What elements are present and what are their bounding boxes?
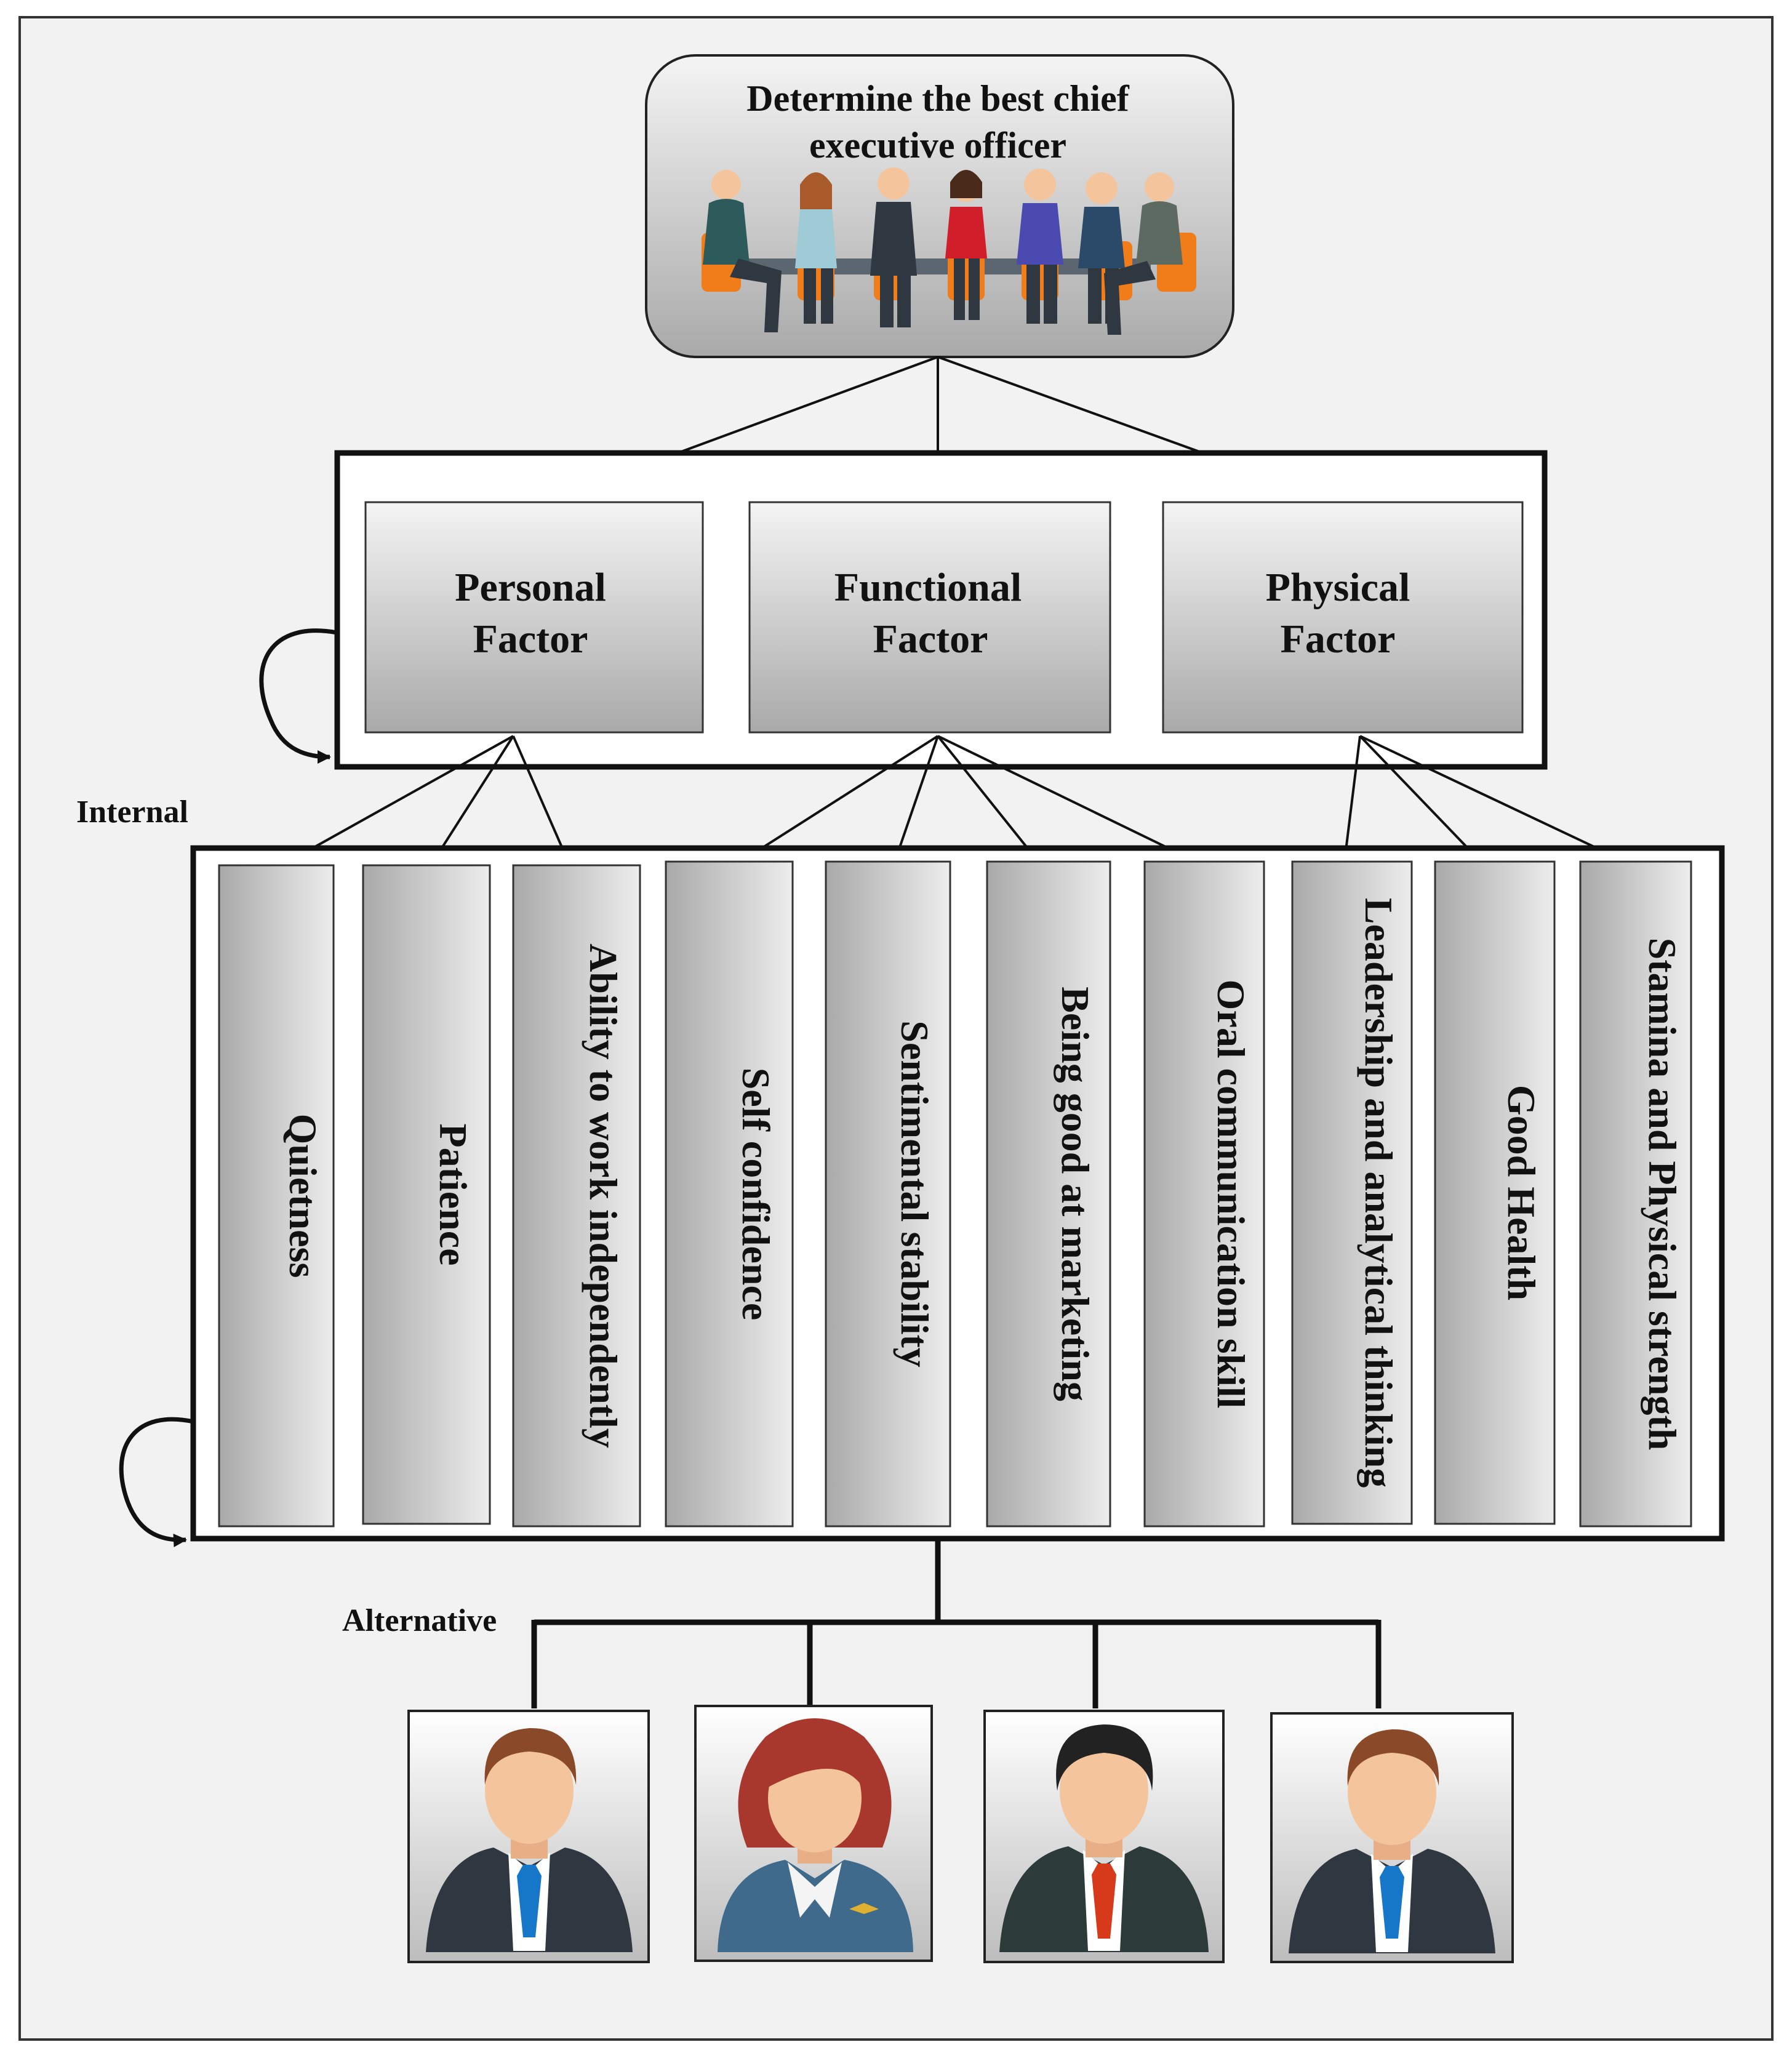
criterion-label-10: Stamina and Physical strength (1641, 938, 1684, 1451)
alternative-2-woman-avatar-icon (694, 1705, 933, 1962)
criterion-label-4: Self confidence (734, 1068, 778, 1321)
factor-personal-line1: Personal (455, 565, 606, 610)
factor-physical-line1: Physical (1266, 565, 1410, 610)
criterion-box-5: Sentimental stability (825, 860, 951, 1527)
criterion-label-8: Leadership and analytical thinking (1357, 898, 1401, 1487)
criteria-inner-dependence-loop (119, 1417, 194, 1547)
goal-box: Determine the best chief executive offic… (645, 54, 1234, 358)
factor-functional-line1: Functional (834, 565, 1022, 610)
criteria-group: Quietness Patience Ability to work indepen… (218, 860, 1692, 1527)
factor-personal-line2: Factor (473, 617, 588, 662)
goal-title-line1: Determine the best chief (746, 78, 1129, 119)
criterion-box-4: Self confidence (665, 860, 794, 1527)
criterion-label-9: Good Health (1500, 1085, 1543, 1300)
criterion-label-7: Oral communication skill (1209, 980, 1253, 1409)
goal-title-line2: executive officer (809, 125, 1066, 166)
criterion-box-3: Ability to work independently (512, 864, 641, 1527)
internal-relationship-label: Internal (76, 795, 188, 830)
factor-physical-line2: Factor (1281, 617, 1396, 662)
criterion-box-8: Leadership and analytical thinking (1291, 860, 1413, 1525)
factor-box-functional: Functional Factor (748, 501, 1111, 734)
factor-inner-dependence-loop (259, 628, 338, 764)
meeting-illustration-icon (702, 167, 1196, 335)
criteria-to-alternatives-connector (531, 1541, 1382, 1708)
factor-box-physical: Physical Factor (1162, 501, 1524, 734)
alternative-4-man-avatar-icon (1270, 1712, 1514, 1963)
criterion-label-1: Quietness (281, 1114, 325, 1278)
alternative-label: Alternative (342, 1603, 497, 1638)
criterion-box-1: Quietness (218, 864, 335, 1527)
factor-functional-line2: Factor (873, 617, 988, 662)
factor-box-personal: Personal Factor (364, 501, 704, 734)
criterion-label-5: Sentimental stability (893, 1020, 937, 1367)
criterion-box-10: Stamina and Physical strength (1579, 860, 1692, 1527)
criterion-label-2: Patience (431, 1124, 475, 1266)
alternative-3-man-avatar-icon (983, 1710, 1225, 1963)
criterion-label-3: Ability to work independently (582, 943, 625, 1448)
criterion-box-6: Being good at marketing (986, 860, 1111, 1527)
alternative-1-man-avatar-icon (407, 1710, 650, 1963)
criterion-box-2: Patience (362, 864, 491, 1525)
criterion-box-9: Good Health (1434, 860, 1556, 1525)
factor-to-criteria-lines (281, 735, 1634, 867)
criterion-box-7: Oral communication skill (1143, 860, 1265, 1527)
criterion-label-6: Being good at marketing (1054, 987, 1097, 1401)
